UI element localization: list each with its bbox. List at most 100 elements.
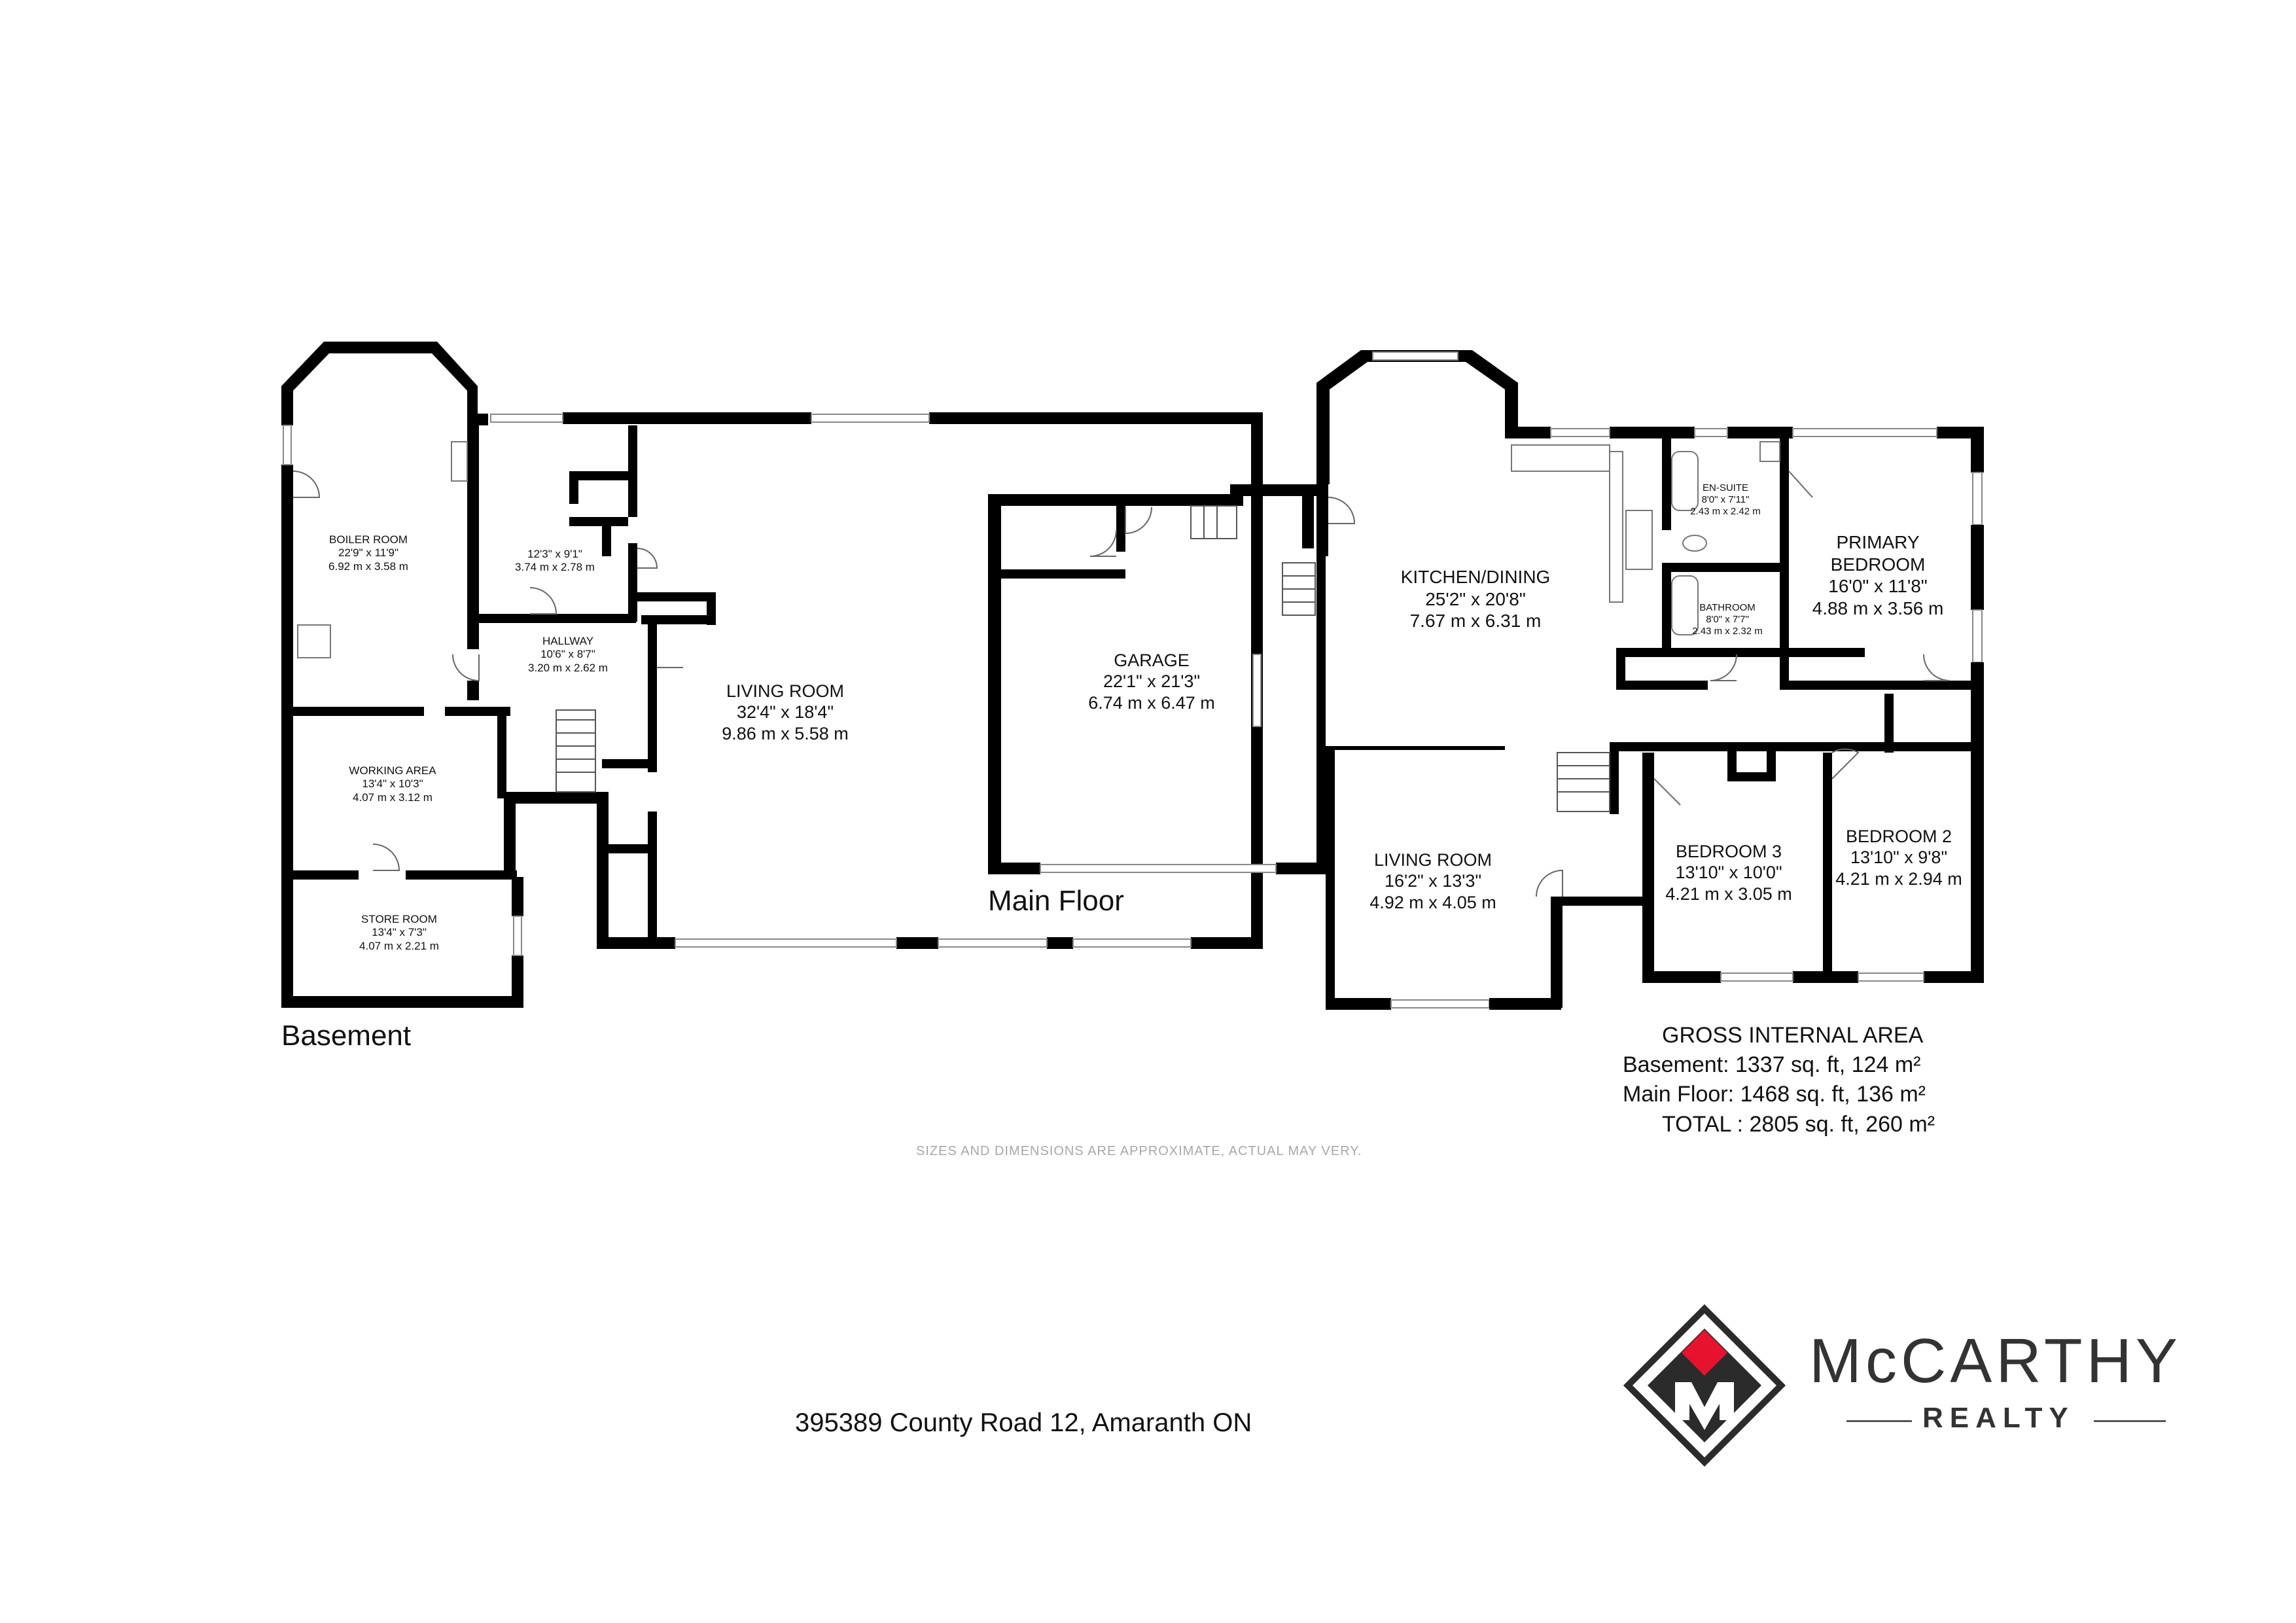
door [1328,497,1356,524]
gia-main-floor: Main Floor: 1468 sq. ft, 136 m² [1623,1082,1926,1107]
window [283,425,292,465]
window [1550,428,1610,437]
basement-wall [479,614,636,623]
basement-wall [609,844,657,853]
main-wall [1302,496,1314,548]
main-floor-plan [988,350,1984,1010]
main-room-label: LIVING ROOM 16'2" x 13'3" 4.92 m x 4.05 … [1369,850,1496,912]
basement-wall [896,937,938,949]
main-wall [1326,746,1335,1008]
basement-title: Basement [281,1020,412,1052]
main-wall [1642,753,1654,982]
main-wall [1642,971,1721,983]
basement-wall [293,870,359,880]
main-wall [1335,746,1505,750]
basement-wall [569,517,628,526]
logo-rule-left [1846,1420,1912,1422]
window [490,414,563,423]
gia-basement: Basement: 1337 sq. ft, 124 m² [1623,1052,1921,1078]
main-wall [1551,897,1649,906]
main-wall [1610,742,1983,751]
main-wall [988,494,1243,506]
basement-plan [281,342,1263,1008]
basement-wall [504,798,516,877]
basement-wall [281,465,293,1008]
gross-internal-area: GROSS INTERNAL AREA Basement: 1337 sq. f… [1623,1021,1935,1139]
main-wall [1662,563,1786,572]
bathtub [1671,451,1699,511]
diamond-m-logo-icon [1623,1304,1786,1467]
main-wall [1727,772,1767,781]
main-wall [1001,569,1125,579]
main-wall [1662,438,1671,530]
main-wall [1823,753,1832,975]
logo-rule-right [2094,1420,2166,1422]
main-wall [1276,863,1328,874]
door [1653,778,1681,806]
window [1858,972,1924,982]
main-wall [1316,350,1518,484]
window [675,938,897,948]
basement-wall [504,792,609,804]
door [1125,507,1152,535]
disclaimer: SIZES AND DIMENSIONS ARE APPROXIMATE, AC… [916,1144,1362,1158]
main-wall [1326,998,1391,1010]
main-wall [1610,427,1695,438]
sink [1759,441,1780,462]
basement-wall [628,543,637,622]
bathtub [1671,575,1699,635]
door [292,471,321,498]
main-wall [988,863,1040,874]
main-room-label: KITCHEN/DINING 25'2" x 20'8" 7.67 m x 6.… [1400,567,1551,632]
main-wall [1971,427,1984,473]
staircase [556,709,596,793]
main-wall [1767,742,1776,781]
main-wall [1780,438,1789,687]
window [1972,472,1983,526]
main-floor-title: Main Floor [988,885,1124,917]
main-wall [1316,484,1328,556]
basement-wall [641,615,716,624]
main-room-label: BEDROOM 2 13'10" x 9'8" 4.21 m x 2.94 m [1835,827,1962,889]
basement-wall [597,792,609,949]
staircase [1190,505,1610,812]
basement-wall [406,870,517,880]
main-wall [1610,742,1619,814]
basement-room-label: STORE ROOM 13'4" x 7'3" 4.07 m x 2.21 m [359,913,439,952]
door [1923,654,1951,681]
basement-wall [602,759,657,768]
basement-wall [648,812,657,942]
basement-wall [445,707,510,716]
door [1536,869,1563,897]
basement-wall [1191,937,1263,949]
door [1831,748,1860,779]
main-room-label: EN-SUITE 8'0" x 7'11" 2.43 m x 2.42 m [1690,482,1761,517]
fixture [451,441,468,482]
basement-wall [281,996,523,1008]
window [1972,609,1983,663]
logo-name: McCARTHY [1809,1326,2181,1396]
door [529,587,557,615]
window [1372,351,1458,361]
window [1252,654,1262,727]
window [1792,428,1937,437]
basement-room-label: BOILER ROOM 22'9" x 11'9" 6.92 m x 3.58 … [328,533,408,573]
window [811,414,930,423]
gia-title: GROSS INTERNAL AREA [1662,1023,1924,1048]
window [1072,938,1192,948]
kitchen-counter [1609,451,1623,603]
main-wall [1662,563,1671,648]
basement-room-label: LIVING ROOM 32'4" x 18'4" 9.86 m x 5.58 … [722,681,849,743]
gia-total: TOTAL : 2805 sq. ft, 260 m² [1662,1111,1935,1137]
fixture [297,624,331,658]
window [1390,999,1490,1008]
door [637,548,658,569]
main-wall [1793,971,1858,983]
kitchen-counter [1511,444,1610,472]
main-wall [1727,742,1737,779]
main-wall [1884,694,1894,753]
basement-wall [497,707,506,798]
main-room-label: GARAGE 22'1" x 21'3" 6.74 m x 6.47 m [1088,651,1215,713]
basement-room-label: WORKING AREA 13'4" x 10'3" 4.07 m x 3.12… [349,764,436,804]
basement-wall [628,425,637,517]
